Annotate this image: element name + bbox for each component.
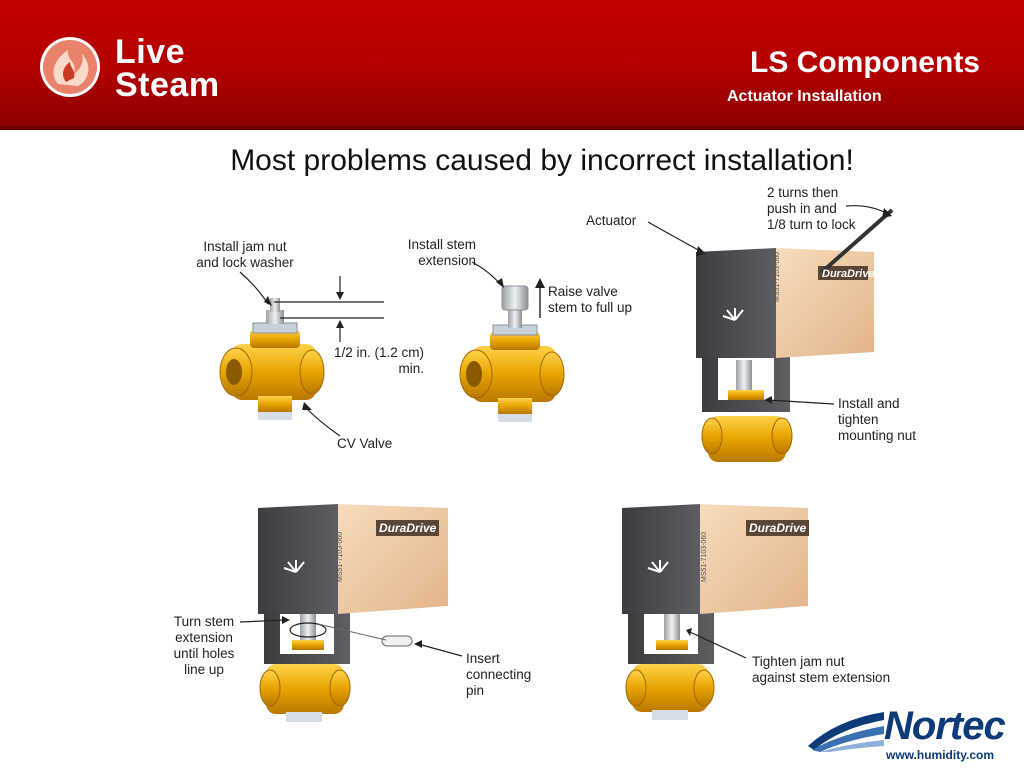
live-steam-logo-icon [40,37,100,97]
nortec-logo: Nortec www.humidity.com [806,702,1012,764]
actuator-brand-bottom-left: DuraDrive [376,520,440,536]
actuator-model-top: MS51-7103-060 [774,251,781,302]
logo-line-2: Steam [115,66,220,104]
cv-valve-2 [459,261,565,422]
page-title: LS Components [750,46,980,79]
nortec-url: www.humidity.com [886,748,995,762]
label-raise-valve: Raise valve stem to full up [548,284,633,315]
label-insert-pin: Insert connecting pin [466,651,532,698]
actuator-model-bottom-right: MS51-7103-060 [701,531,708,582]
actuator-assembly-bottom-left [239,504,463,722]
page-subtitle: Actuator Installation [727,88,882,105]
actuator-assembly-bottom-right [622,504,808,720]
label-jam-nut: Install jam nut and lock washer [196,239,294,270]
label-turns-lock: 2 turns then push in and 1/8 turn to loc… [767,185,856,232]
header-banner: Live Steam LS Components Actuator Instal… [0,0,1024,130]
label-cv-valve: CV Valve [337,436,393,451]
actuator-brand-top: DuraDrive [822,268,875,280]
headline: Most problems caused by incorrect instal… [230,144,854,177]
logo-line-1: Live [115,33,186,71]
cv-valve-1 [219,271,384,437]
nortec-wave-icon [808,712,884,752]
label-mounting-nut: Install and tighten mounting nut [838,396,917,443]
label-stem-extension: Install stem extension [407,237,476,268]
logo-wordmark: Live Steam [115,33,220,104]
actuator-brand-bottom-right: DuraDrive [746,520,810,536]
label-actuator: Actuator [586,213,637,228]
nortec-wordmark: Nortec [884,704,1006,748]
label-turn-stem: Turn stem extension until holes line up [173,614,235,677]
label-dimension: 1/2 in. (1.2 cm) min. [333,345,424,376]
actuator-model-bottom-left: MS51-7103-060 [337,531,344,582]
label-tighten-jam-nut: Tighten jam nut against stem extension [752,654,891,685]
actuator-assembly-top [647,205,894,462]
